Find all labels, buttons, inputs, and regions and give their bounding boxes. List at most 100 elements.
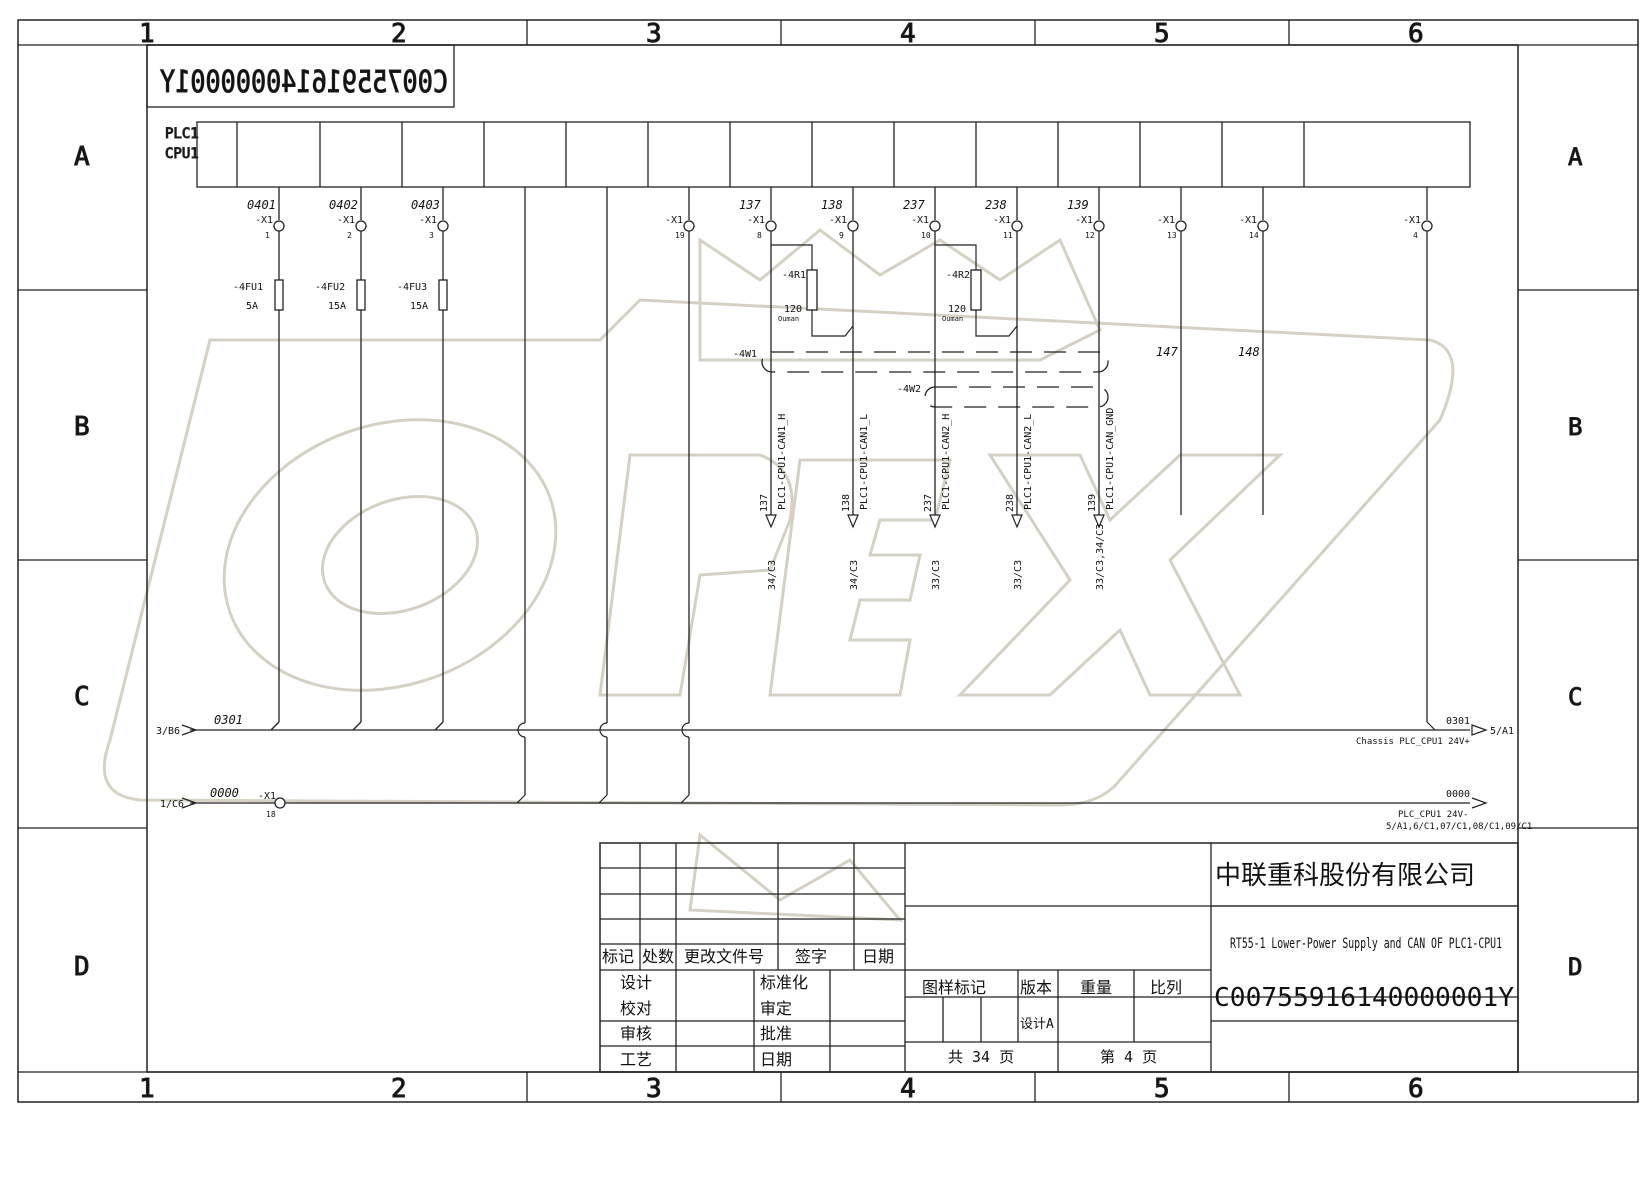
rail-pin: 18 (266, 810, 276, 819)
zone-number-bottom: 4 (900, 1074, 916, 1104)
zone-letter-left: B (74, 412, 90, 442)
connector-name: -X1 (255, 215, 273, 226)
cable-name: -4W1 (733, 349, 757, 360)
zone-number-bottom: 5 (1154, 1074, 1170, 1104)
signal-wire-number: 139 (1087, 494, 1098, 512)
cable-4W2: -4W2 (897, 384, 1109, 408)
fuse-rating: 15A (328, 301, 346, 312)
outer-border (17, 19, 1639, 1103)
design-stage: 设计A (1020, 1017, 1054, 1032)
signal-label: PLC1-CPU1-CAN_GND (1105, 408, 1116, 510)
connector-name: -X1 (665, 215, 683, 226)
connector-name: -X1 (1075, 215, 1093, 226)
meta-header: 图样标记 (922, 978, 986, 997)
meta-header: 版本 (1020, 978, 1052, 997)
resistor-name: -4R2 (946, 270, 970, 281)
approval-role: 工艺 (620, 1050, 652, 1069)
rail-wire-number: 0000 (1446, 789, 1470, 800)
rail-junction (598, 794, 608, 804)
terminal-circle (847, 220, 859, 232)
fuse-name: -4FU1 (233, 282, 263, 293)
wire-crossover (681, 722, 690, 738)
rail-in-arrow (181, 724, 198, 736)
total-sheets: 共 34 页 (948, 1048, 1014, 1066)
rail-in-ref: 1/C6 (160, 799, 184, 810)
company-name: 中联重科股份有限公司 (1215, 861, 1475, 891)
zone-number-top: 1 (139, 19, 155, 49)
title-block: 标记处数更改文件号签字日期设计校对审核工艺标准化审定批准日期图样标记版本重量比列… (599, 842, 1519, 1073)
connector-name: -X1 (1239, 215, 1257, 226)
signal-cross-ref: 33/C3 (1013, 560, 1024, 590)
opex-watermark (102, 228, 1455, 922)
resistor-name: -4R1 (782, 270, 806, 281)
terminal-x1-14: -X1 14 (1239, 187, 1269, 240)
terminal-x1-4: -X1 4 (1403, 187, 1433, 240)
wire-number: 137 (739, 198, 761, 212)
rail-terminal-circle (274, 797, 286, 809)
plc-block (196, 121, 1471, 188)
signal-cross-ref: 34/C3 (767, 560, 778, 590)
fuse-symbol (438, 279, 448, 311)
terminal-x1-8: 137-X18 (739, 187, 777, 240)
pin-number: 11 (1003, 231, 1013, 240)
zone-number-top: 6 (1408, 19, 1424, 49)
fuse-name: -4FU3 (397, 282, 427, 293)
pin-number: 9 (839, 231, 844, 240)
approval-role: 日期 (760, 1050, 792, 1069)
drawing-number: C00755916140000001Y (1214, 983, 1514, 1013)
resistor-unit: Ouman (942, 315, 963, 323)
zone-letter-right: A (1568, 143, 1583, 171)
fuse-symbol (356, 279, 366, 311)
signal-wire-number: 237 (923, 494, 934, 512)
terminal-circle (765, 220, 777, 232)
terminal-x1-9: 138-X19 (821, 187, 859, 240)
resistor-value: 120 (784, 304, 802, 315)
wire-number: 0402 (329, 198, 358, 212)
signal-arrow (765, 514, 777, 529)
wire-number: 0401 (247, 198, 276, 212)
approval-role: 批准 (760, 1024, 792, 1043)
zone-letter-right: C (1568, 683, 1582, 711)
zone-number-bottom: 2 (391, 1074, 407, 1104)
zone-letter-left: D (74, 952, 90, 982)
zone-number-top: 3 (646, 19, 662, 49)
wire-crossover (599, 722, 608, 738)
approval-role: 标准化 (760, 973, 808, 992)
wire-number: 0403 (411, 198, 440, 212)
terminal-circle (273, 220, 285, 232)
pin-number: 14 (1249, 231, 1259, 240)
terminal-x1-1: 0401-X11 (247, 187, 285, 240)
connector-name: -X1 (1403, 215, 1421, 226)
fuse-rating: 15A (410, 301, 428, 312)
wire-number: 138 (821, 198, 843, 212)
pin-number: 4 (1413, 231, 1418, 240)
resistor-symbol (970, 269, 982, 311)
zone-number-top: 5 (1154, 19, 1170, 49)
resistor-value: 120 (948, 304, 966, 315)
zone-letter-right: D (1568, 953, 1582, 981)
signal-arrow (1093, 514, 1105, 529)
terminal-circle (437, 220, 449, 232)
cable-name: -4W2 (897, 384, 921, 395)
fuse-symbol (274, 279, 284, 311)
terminal-circle (1175, 220, 1187, 232)
resistor-unit: Ouman (778, 315, 799, 323)
terminal-x1-2: 0402-X12 (329, 187, 367, 240)
zone-letter-right: B (1568, 413, 1582, 441)
rail-out-ref: 5/A1 (1490, 726, 1514, 737)
pin-number: 10 (921, 231, 931, 240)
terminal-circle (1093, 220, 1105, 232)
cable-shield-outline (761, 351, 1109, 373)
fuse-3: -4FU3 15A (397, 231, 448, 731)
plc-name-label: PLC1 (165, 126, 199, 142)
